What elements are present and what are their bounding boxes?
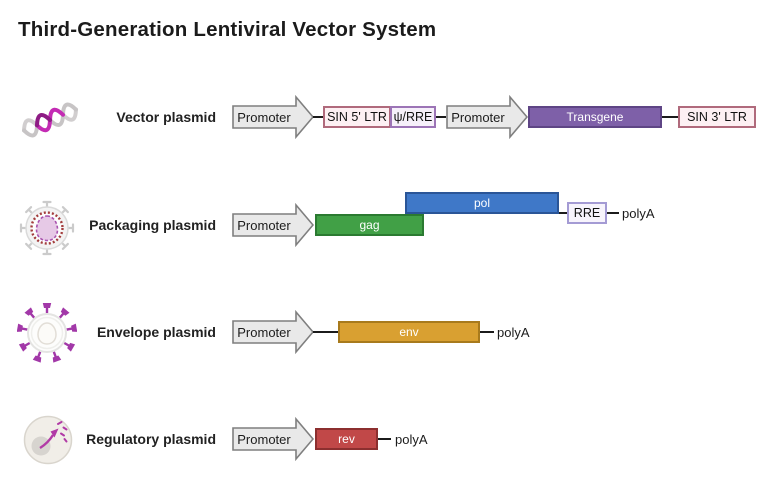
dna-icon <box>22 102 78 138</box>
arrow-shape <box>232 202 315 248</box>
connector-line <box>559 212 567 214</box>
row-label-vector-plasmid: Vector plasmid <box>116 109 216 125</box>
promoter-label: Promoter <box>237 324 291 340</box>
arrow-shape <box>232 94 315 140</box>
promoter-arrow: Promoter <box>232 94 315 140</box>
transgene-box: Transgene <box>528 106 662 128</box>
promoter-arrow: Promoter <box>232 202 315 248</box>
enveloped-virus-icon <box>17 303 77 363</box>
sin5-ltr-box: SIN 5' LTR <box>323 106 391 128</box>
row-label-envelope-plasmid: Envelope plasmid <box>96 324 216 340</box>
connector-line <box>436 116 446 118</box>
promoter-label: Promoter <box>237 431 291 447</box>
rev-box: rev <box>315 428 378 450</box>
promoter-label: Promoter <box>237 217 291 233</box>
psi-rre-box: ψ/RRE <box>390 106 436 128</box>
connector-line <box>607 212 619 214</box>
virus-capsid-icon <box>19 200 75 256</box>
arrow-shape <box>446 94 529 140</box>
arrow-shape <box>232 309 315 355</box>
page-title: Third-Generation Lentiviral Vector Syste… <box>18 18 437 41</box>
rre-box: RRE <box>567 202 607 224</box>
sin3-ltr-box: SIN 3' LTR <box>678 106 756 128</box>
promoter-arrow: Promoter <box>446 94 529 140</box>
row-label-packaging-plasmid: Packaging plasmid <box>89 217 216 233</box>
env-box: env <box>338 321 480 343</box>
promoter-label: Promoter <box>451 109 505 125</box>
promoter-label: Promoter <box>237 109 291 125</box>
connector-line <box>378 438 391 440</box>
cell-export-icon <box>23 415 73 465</box>
polya-label: polyA <box>622 206 655 221</box>
row-label-regulatory-plasmid: Regulatory plasmid <box>86 431 216 447</box>
promoter-arrow: Promoter <box>232 416 315 462</box>
connector-line <box>313 116 324 118</box>
connector-line <box>480 331 494 333</box>
connector-line <box>662 116 678 118</box>
connector-line <box>313 331 338 333</box>
gag-box: gag <box>315 214 424 236</box>
promoter-arrow: Promoter <box>232 309 315 355</box>
polya-label: polyA <box>497 325 530 340</box>
arrow-shape <box>232 416 315 462</box>
pol-box: pol <box>405 192 559 214</box>
polya-label: polyA <box>395 432 428 447</box>
